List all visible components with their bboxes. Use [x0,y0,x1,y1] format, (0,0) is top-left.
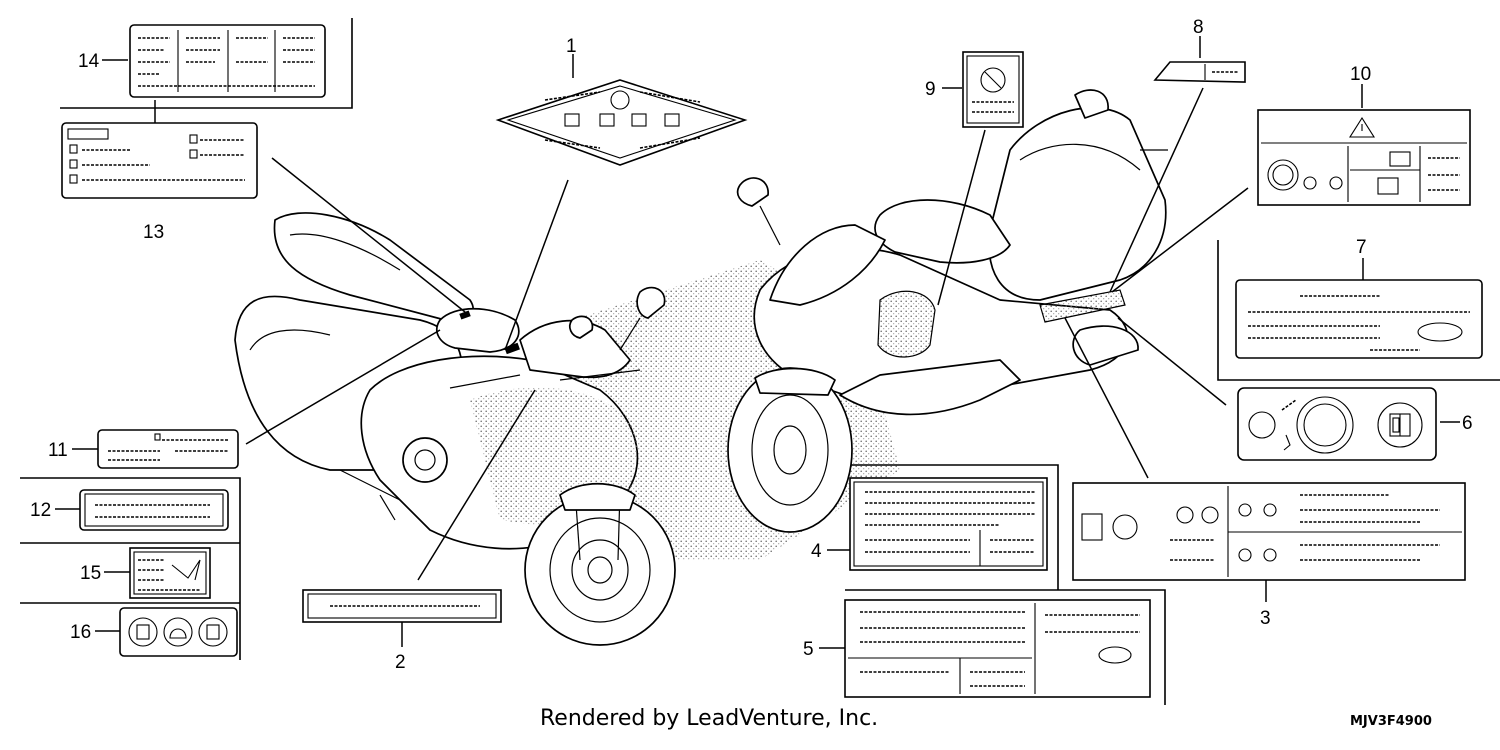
callout-12: 12 [30,500,51,521]
label-14 [129,24,326,98]
label-4 [849,477,1048,571]
callout-2: 2 [395,652,406,673]
callout-16: 16 [70,622,91,643]
label-1-diamond [495,79,748,166]
callout-5: 5 [803,639,814,660]
helmet-icon [169,628,187,639]
motorcycle-front-view [234,212,676,646]
callout-15: 15 [80,563,101,584]
label-9 [962,51,1024,128]
callout-4: 4 [811,541,822,562]
callout-6: 6 [1462,413,1473,434]
owners-manual-icon [1392,417,1400,433]
callout-7: 7 [1356,237,1367,258]
label-11 [97,429,239,469]
label-12 [79,489,229,531]
label-3 [1072,482,1466,581]
callout-3: 3 [1260,608,1271,629]
label-8 [1153,61,1246,83]
part-code: MJV3F4900 [1350,714,1432,729]
callout-10: 10 [1350,64,1371,85]
callout-9: 9 [925,79,936,100]
label-10 [1257,109,1471,206]
warning-triangle-icon [1349,116,1375,138]
callout-11: 11 [48,440,68,461]
label-5 [844,599,1151,698]
callout-1: 1 [566,36,577,57]
ignition-key-icon [1281,399,1297,451]
label-13 [61,122,258,199]
label-6 [1237,387,1437,461]
callout-14: 14 [78,51,100,72]
leader-lines [55,36,1460,649]
callout-8: 8 [1193,17,1204,38]
label-16 [119,607,238,657]
label-7 [1235,279,1483,359]
label-15 [129,547,211,599]
label-2 [302,589,502,623]
callout-numbers: 1 2 3 4 5 6 7 8 9 10 11 12 13 14 15 16 [30,17,1473,673]
caption: Rendered by LeadVenture, Inc. [540,706,879,731]
motorcycle-side-view [727,89,1168,533]
section-separators [20,18,1500,705]
callout-13: 13 [143,222,164,243]
